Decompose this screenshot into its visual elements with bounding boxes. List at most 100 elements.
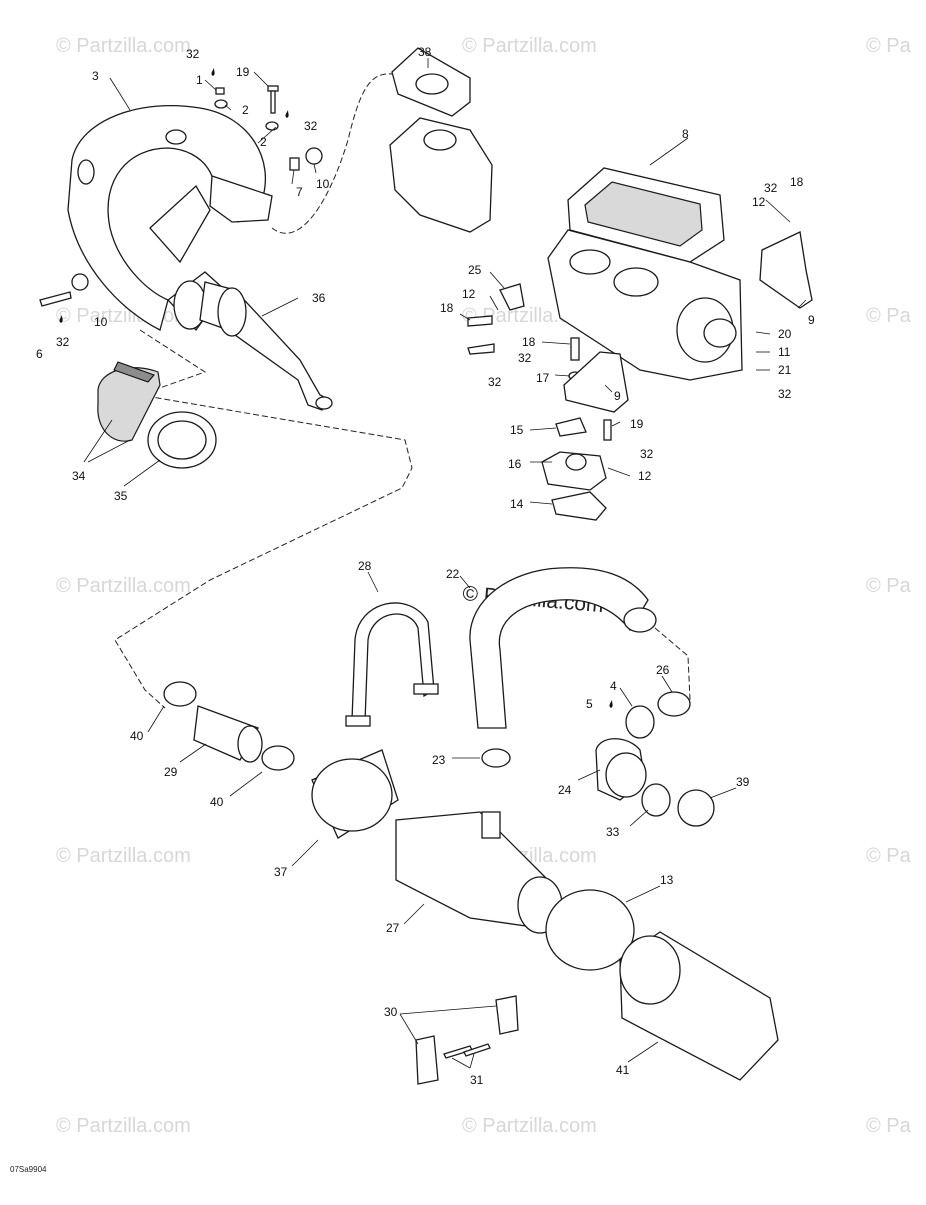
part-label: 32 [304,119,318,133]
bolt-19 [603,419,612,441]
mount-16 [541,451,607,491]
strap-band [351,602,435,723]
pipe-flange [209,175,273,223]
bolt-18 [467,343,495,355]
part-label: 18 [790,175,804,189]
grommet [305,147,323,165]
watermark: © Pa [866,305,912,327]
figure-code: 07Sa9904 [10,1165,47,1174]
part-label: 12 [638,469,652,483]
pipe-port [77,159,95,185]
part-label: 32 [186,47,200,61]
rubber-mount [565,453,587,471]
brackets [415,995,519,1085]
clamp-40 [163,681,197,707]
part-label: 24 [558,783,572,797]
part-label: 19 [630,417,644,431]
cylinder-gasket [389,47,493,233]
part-label: 9 [614,389,621,403]
engine-mount-9 [759,231,813,309]
watermark: © Pa [866,845,912,867]
cone-mouth [217,287,247,337]
part-label: 11 [778,345,791,359]
engine-head-cover [584,181,703,247]
hose-end [623,607,657,633]
spacer [289,157,300,171]
clamp-40 [261,745,295,771]
part-label: 5 [586,697,593,711]
part-label: 39 [736,775,750,789]
part-label: 12 [462,287,476,301]
watermark: © Partzilla.com [462,35,597,57]
part-label: 12 [752,195,766,209]
elbow-mouth [605,752,647,798]
oil-drop-icon [211,68,215,76]
part-label: 32 [640,447,654,461]
clamp-26 [657,691,691,717]
part-label: 23 [432,753,446,767]
bolt-18 [570,337,580,361]
canister-rim [619,935,681,1005]
cone-tip [315,396,333,410]
watermark: © Partzilla.com [56,845,191,867]
part-label: 26 [656,663,670,677]
oil-drop-icon [285,110,289,118]
part-label: 40 [210,795,224,809]
oil-drop-icon [609,700,613,708]
strap-tab [413,683,439,695]
part-label: 6 [36,347,43,361]
part-labels: 32 3 1 19 2 32 2 10 7 38 8 32 18 12 9 25… [36,45,815,1087]
part-label: 32 [56,335,70,349]
plate-14 [551,491,607,521]
part-label: 28 [358,559,372,573]
gasket-hole [415,73,449,95]
part-label: 36 [312,291,326,305]
part-label: 25 [468,263,482,277]
part-label: 19 [236,65,250,79]
part-label: 41 [616,1063,630,1077]
watermark: © Pa [866,1115,912,1137]
bracket-30 [415,1035,439,1085]
engine [547,167,813,381]
part-label: 10 [316,177,330,191]
part-label: 37 [274,865,288,879]
part-label: 35 [114,489,128,503]
strap [345,602,439,727]
muffler [311,749,779,1081]
part-label: 38 [418,45,432,59]
nut-39 [677,789,715,827]
part-label: 13 [660,873,674,887]
bolt-18 [467,315,493,327]
hose [469,567,657,729]
part-label: 27 [386,921,400,935]
clamp-band [97,367,161,442]
part-label: 31 [470,1073,484,1087]
part-label: 22 [446,567,460,581]
rivet-31 [463,1043,491,1057]
shim-15 [555,417,587,437]
cylinder-housing [389,117,493,233]
exhaust-port [569,249,611,275]
mount-hardware [467,283,629,521]
nut [215,87,225,95]
assembly-lines [114,73,691,709]
clamps-right [481,691,715,827]
bracket-25 [499,283,525,311]
part-label: 8 [682,127,689,141]
part-label: 18 [522,335,536,349]
bolt [39,291,72,307]
part-label: 32 [764,181,778,195]
coupler-end [237,725,263,763]
sleeve-bore [157,420,207,460]
pipe-port [165,129,187,145]
pipe-brace [149,184,211,264]
bracket-30 [495,995,519,1035]
part-label: 33 [606,825,620,839]
part-label: 29 [164,765,178,779]
assembly-line [114,329,413,709]
exhaust-port [613,267,659,297]
part-label: 34 [72,469,86,483]
ring-33 [641,783,671,817]
hose-body [469,567,649,729]
